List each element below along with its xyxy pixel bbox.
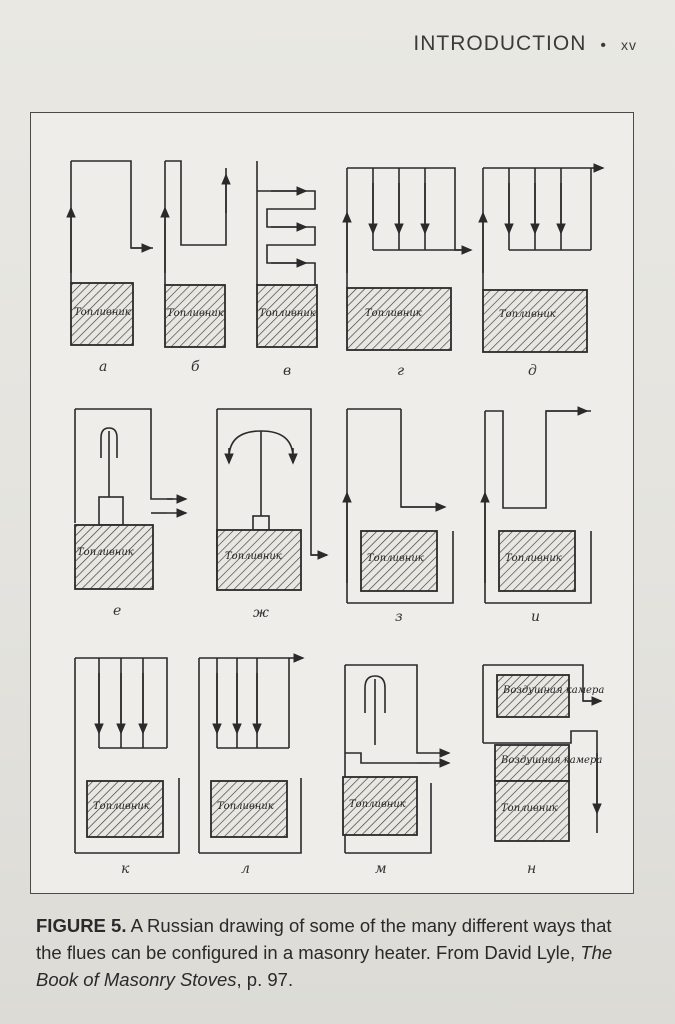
running-head-section: INTRODUCTION — [413, 32, 587, 55]
firebox-label: Топлuвник — [505, 553, 562, 564]
flue-diagram: Топливник а Топливник б Топливник в — [66, 160, 605, 877]
panel-v: Топливник в — [256, 161, 318, 379]
sublabel: л — [241, 861, 250, 877]
sublabel: ж — [253, 605, 269, 621]
sublabel: к — [121, 861, 130, 877]
sublabel: д — [528, 363, 537, 379]
sublabel: и — [531, 609, 540, 625]
air-chamber — [496, 674, 570, 718]
panel-a: Топливник а — [66, 160, 153, 375]
firebox-label: Топливник — [367, 553, 424, 564]
air-chamber-label: Воздушная камера — [502, 685, 604, 696]
firebox-label: Топливник — [77, 547, 134, 558]
page-reference: , p. 97. — [236, 969, 294, 990]
sublabel: а — [99, 359, 107, 375]
caption-text: A Russian drawing of some of the many di… — [36, 915, 612, 963]
figure-caption: FIGURE 5. A Russian drawing of some of t… — [36, 912, 636, 993]
panel-m: Топливник м — [342, 664, 451, 877]
running-head: INTRODUCTION • xv — [413, 32, 637, 56]
firebox — [164, 284, 226, 348]
firebox — [86, 780, 164, 838]
firebox-label: Топливник — [225, 551, 282, 562]
panel-g: Топливник г — [342, 167, 473, 379]
firebox-label: Топливник — [499, 309, 556, 320]
firebox — [498, 530, 576, 592]
panel-b: Топливник б — [160, 160, 231, 375]
firebox — [494, 780, 570, 842]
panel-z: Топливник з — [342, 408, 454, 625]
sublabel: м — [375, 861, 387, 877]
book-title: The Book of Masonry Stoves — [36, 942, 613, 990]
panel-l: Топливник л — [198, 653, 305, 877]
sublabel: б — [191, 359, 200, 375]
firebox — [70, 282, 134, 346]
figure-frame: Топливник а Топливник б Топливник в — [30, 112, 634, 894]
firebox — [360, 530, 438, 592]
panel-d: Топливник д — [478, 163, 605, 379]
sublabel: г — [397, 363, 404, 379]
panel-zh: Топливник ж — [216, 408, 329, 621]
running-head-separator: • — [600, 37, 607, 54]
firebox-label: Топливник — [501, 803, 558, 814]
panel-e: Топливник е — [74, 408, 188, 619]
firebox — [256, 284, 318, 348]
firebox — [342, 776, 418, 836]
firebox-label: Топливник — [93, 801, 150, 812]
sublabel: н — [527, 861, 536, 877]
firebox — [210, 780, 288, 838]
firebox-label: Топливник — [259, 308, 316, 319]
air-chamber-label: Воздушная камера — [500, 755, 602, 766]
figure-number: FIGURE 5. — [36, 915, 127, 936]
sublabel: з — [395, 609, 403, 625]
panel-i: Топлuвник и — [480, 406, 592, 625]
firebox — [482, 289, 588, 353]
firebox — [216, 529, 302, 591]
firebox-label: Топливник — [74, 307, 131, 318]
panel-k: Топливник к — [74, 657, 180, 877]
firebox-label: Топливник — [365, 308, 422, 319]
firebox — [74, 524, 154, 590]
firebox — [346, 287, 452, 351]
firebox-label: Топливник — [217, 801, 274, 812]
panel-n: Воздушная камера Воздушная камера Топлив… — [482, 664, 604, 877]
page-number: xv — [621, 37, 637, 53]
sublabel: в — [283, 363, 291, 379]
sublabel: е — [113, 603, 121, 619]
firebox-label: Топливник — [349, 799, 406, 810]
firebox-label: Топливник — [167, 308, 224, 319]
